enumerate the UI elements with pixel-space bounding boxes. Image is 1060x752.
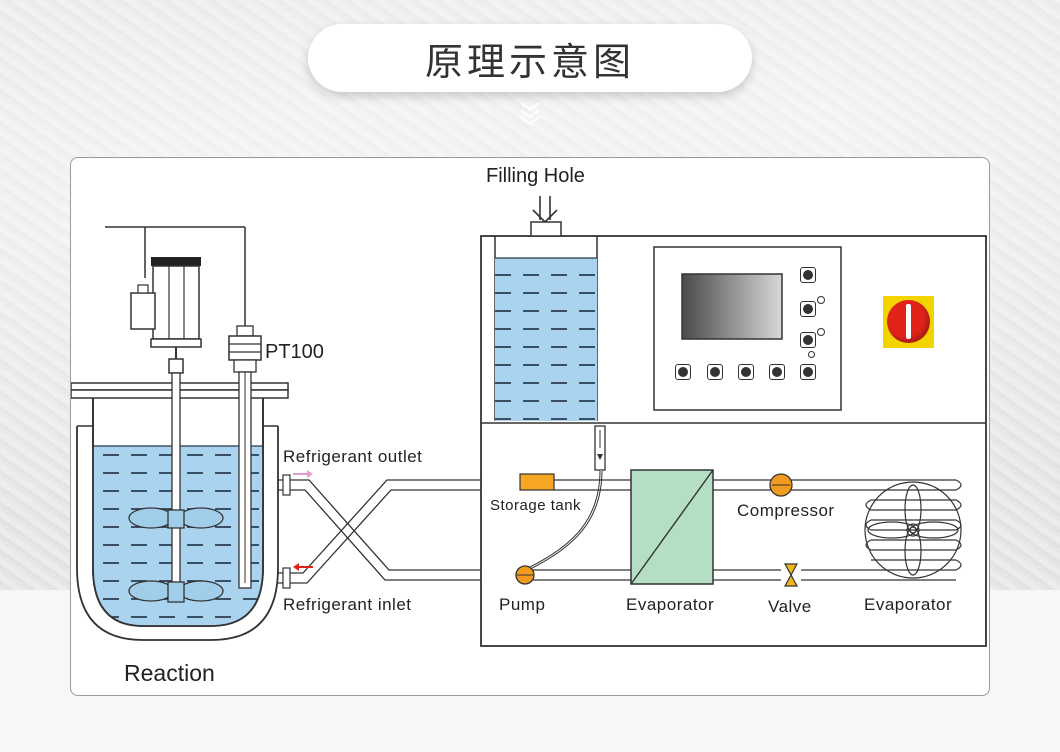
switch-handle bbox=[906, 304, 911, 339]
button-stop[interactable] bbox=[800, 301, 816, 317]
label-pump: Pump bbox=[499, 595, 546, 614]
label-refrigerant-outlet: Refrigerant outlet bbox=[283, 447, 423, 466]
label-refrigerant-inlet: Refrigerant inlet bbox=[283, 595, 412, 614]
label-compressor: Compressor bbox=[737, 501, 835, 520]
indicator-led-3 bbox=[808, 351, 815, 358]
label-reaction: Reaction bbox=[124, 660, 215, 686]
label-pt100: PT100 bbox=[265, 341, 324, 363]
indicator-led-2 bbox=[817, 328, 825, 336]
reservoir-tank bbox=[494, 236, 598, 421]
button-left[interactable] bbox=[769, 364, 785, 380]
button-up[interactable] bbox=[707, 364, 723, 380]
diagram-panel: Filling Hole PT100 Refrigerant outlet Re… bbox=[70, 157, 990, 696]
condenser-fan bbox=[864, 479, 962, 581]
button-down[interactable] bbox=[738, 364, 754, 380]
label-valve: Valve bbox=[768, 597, 812, 616]
label-filling-hole: Filling Hole bbox=[486, 165, 585, 187]
valve bbox=[783, 563, 799, 587]
label-storage-tank: Storage tank bbox=[490, 497, 582, 514]
title-banner: 原理示意图 bbox=[308, 24, 752, 92]
button-mode[interactable] bbox=[800, 332, 816, 348]
chevron-down-icon bbox=[520, 102, 540, 126]
evaporator-plate bbox=[630, 469, 714, 585]
stirrer-motor bbox=[105, 226, 246, 603]
button-set[interactable] bbox=[675, 364, 691, 380]
display-screen bbox=[681, 273, 783, 340]
level-sight-glass bbox=[525, 425, 606, 572]
compressor bbox=[769, 473, 793, 497]
label-evaporator-right: Evaporator bbox=[864, 595, 953, 614]
process-diagram bbox=[71, 196, 987, 647]
button-ent[interactable] bbox=[800, 364, 816, 380]
power-switch[interactable] bbox=[883, 296, 934, 348]
page-title: 原理示意图 bbox=[424, 39, 635, 84]
indicator-led-1 bbox=[817, 296, 825, 304]
pipe-connectors bbox=[282, 474, 291, 589]
pt100-sensor bbox=[228, 325, 262, 589]
refrigeration-loop bbox=[533, 479, 881, 581]
storage-tank bbox=[519, 473, 555, 491]
flow-arrows bbox=[293, 470, 505, 571]
pump bbox=[515, 565, 535, 585]
filling-hole bbox=[530, 196, 562, 237]
button-run[interactable] bbox=[800, 267, 816, 283]
label-evaporator-left: Evaporator bbox=[626, 595, 715, 614]
